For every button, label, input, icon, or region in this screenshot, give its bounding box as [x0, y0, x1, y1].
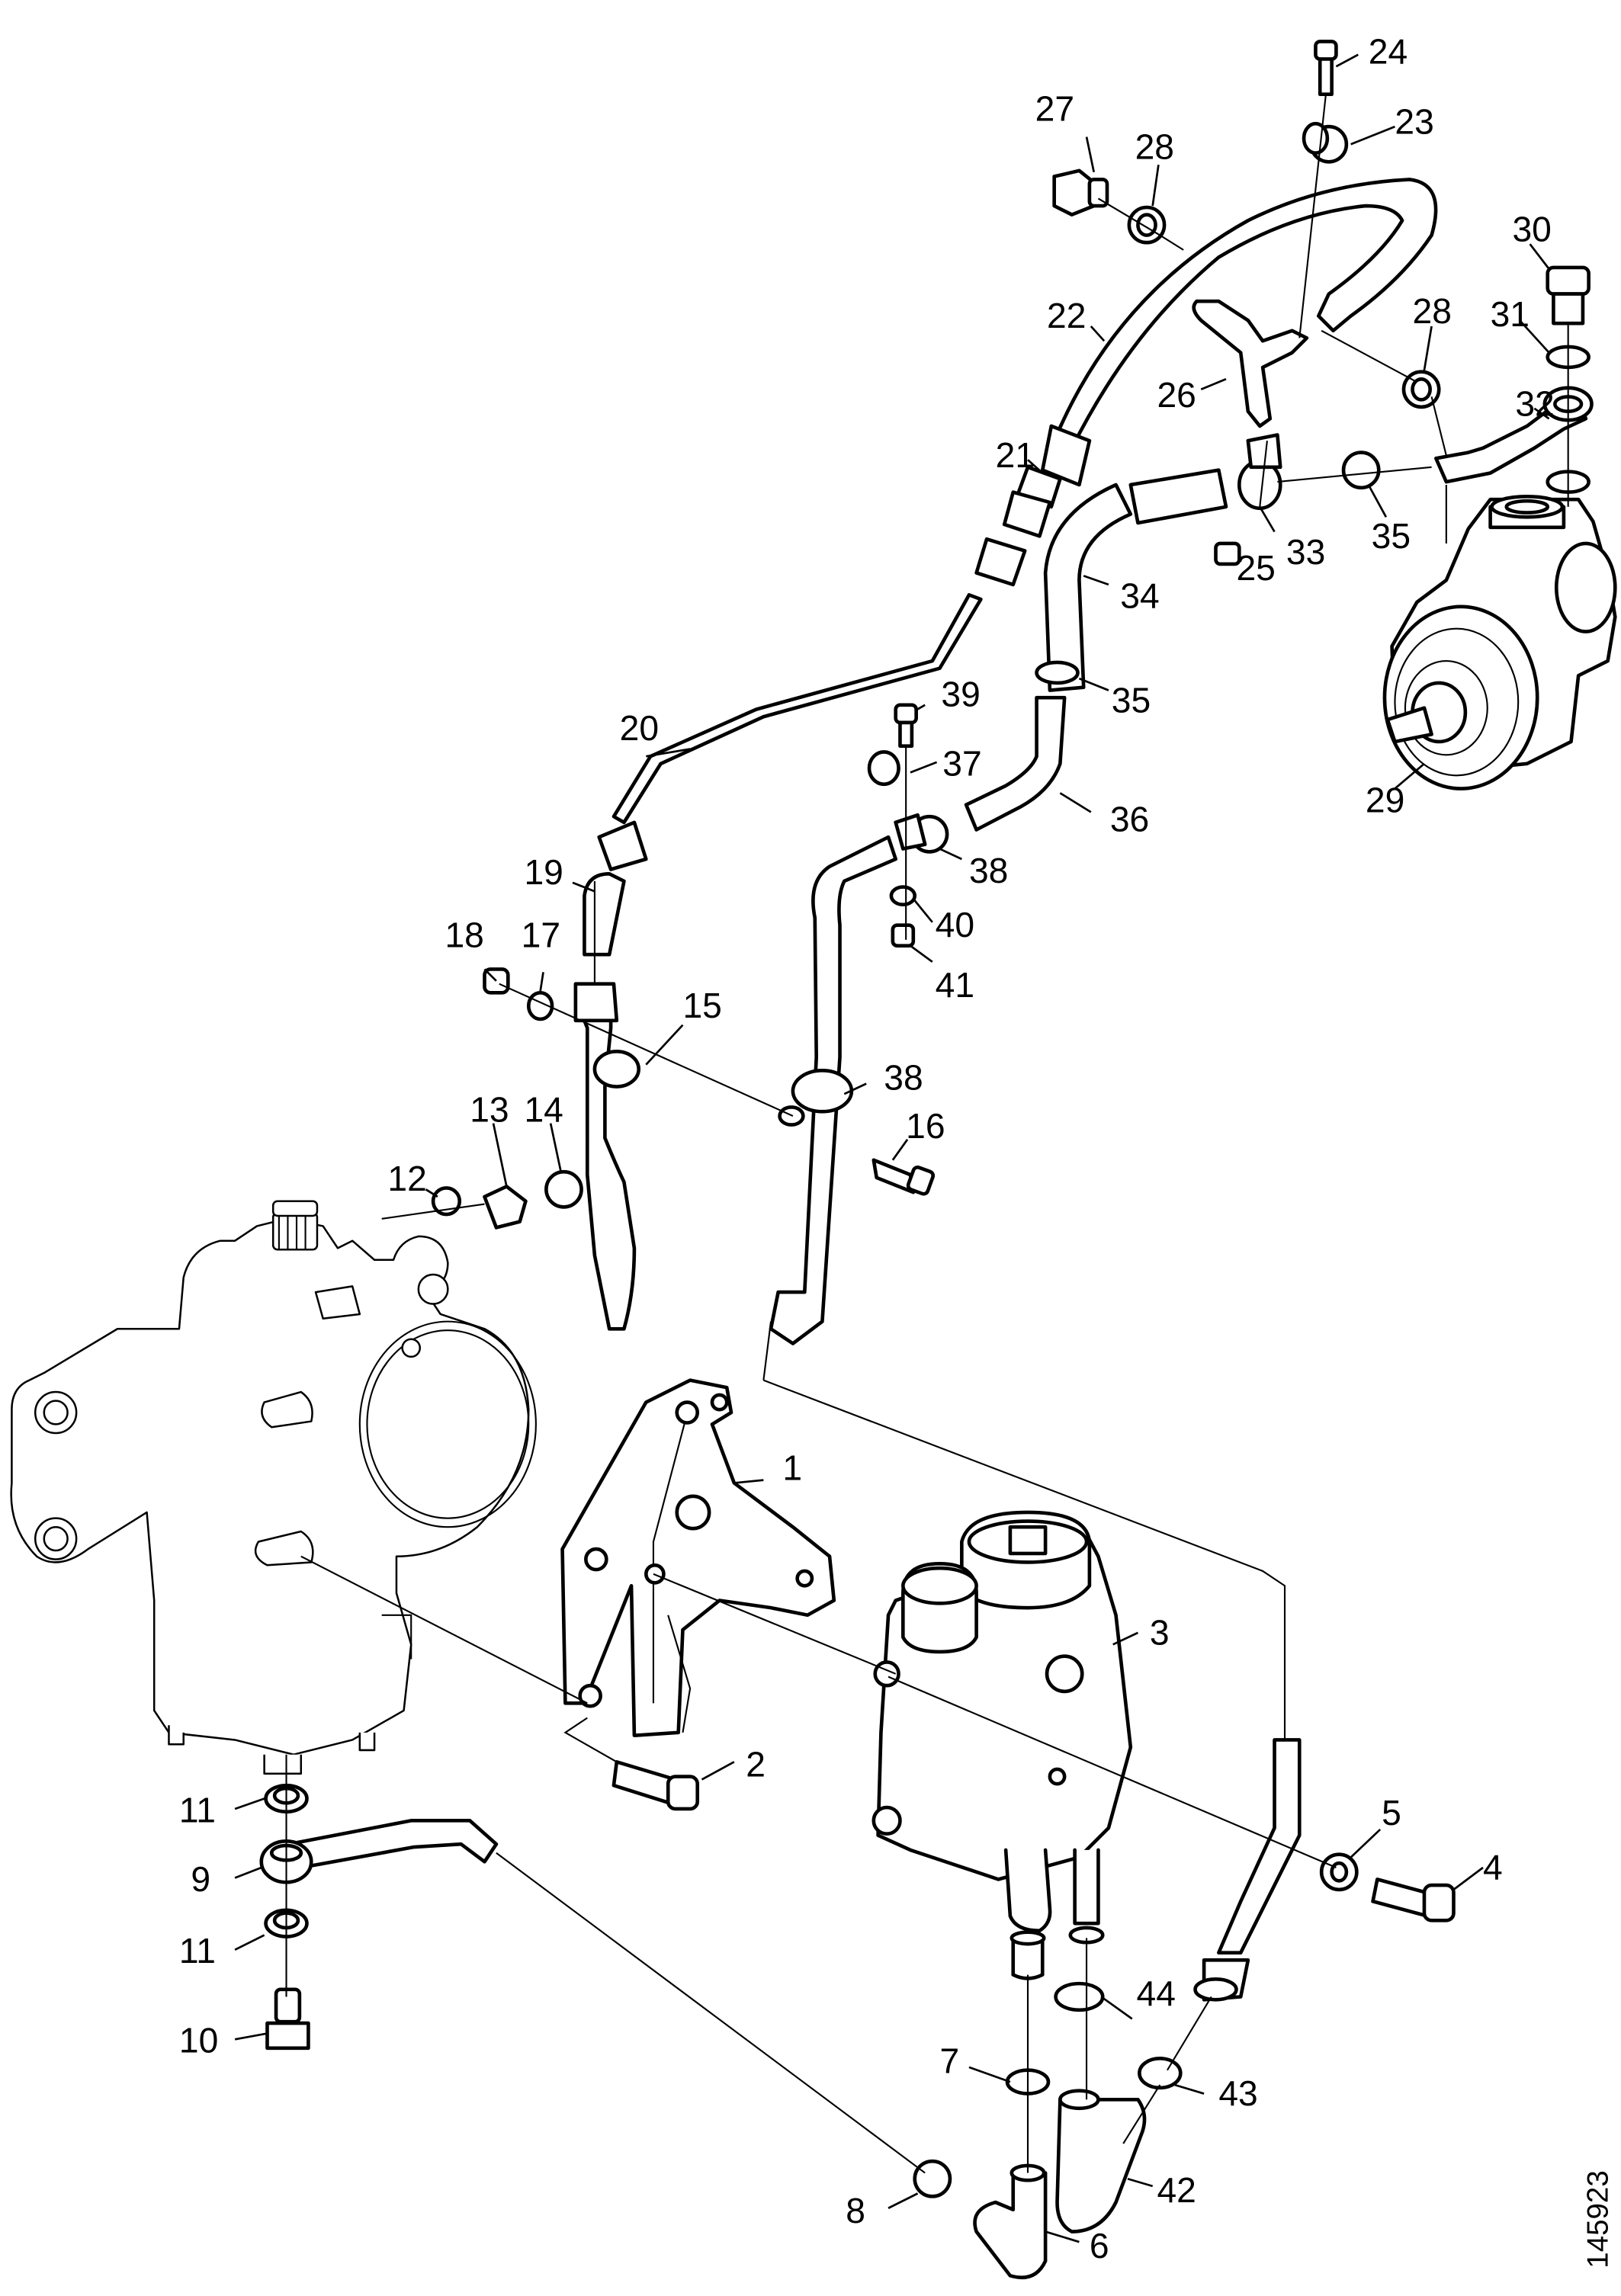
callout-labels: 1 2 3 4 5 6 7 8 9 10 11 11 12 13 14 15 1…: [179, 31, 1555, 2266]
callout-11-lower: 11: [179, 1931, 216, 1971]
bracket: [560, 1378, 836, 1737]
callout-35-upper: 35: [1372, 516, 1411, 556]
callout-12: 12: [387, 1159, 426, 1198]
callout-7: 7: [939, 2041, 959, 2081]
callout-43: 43: [1218, 2073, 1257, 2113]
callout-38-lower: 38: [884, 1057, 923, 1097]
callout-31: 31: [1491, 294, 1530, 334]
callout-10: 10: [179, 2021, 218, 2060]
callout-8: 8: [846, 2191, 865, 2230]
callout-33: 33: [1286, 532, 1325, 572]
callout-9: 9: [191, 1859, 210, 1899]
callout-16: 16: [906, 1106, 945, 1146]
callout-29: 29: [1366, 780, 1404, 819]
callout-40: 40: [936, 905, 974, 944]
callout-32: 32: [1515, 383, 1554, 423]
hardware: [264, 40, 1591, 2198]
callout-30: 30: [1512, 209, 1551, 249]
callout-21: 21: [996, 435, 1035, 475]
steering-gear-housing: [10, 1200, 537, 1775]
callout-19: 19: [524, 852, 563, 892]
callout-20: 20: [620, 708, 659, 748]
callout-41: 41: [936, 965, 974, 1005]
callout-39: 39: [941, 675, 980, 714]
callout-24: 24: [1369, 31, 1408, 71]
callout-2: 2: [746, 1745, 766, 1785]
callout-3: 3: [1150, 1612, 1170, 1652]
callout-1: 1: [782, 1448, 802, 1488]
callout-18: 18: [445, 916, 483, 955]
pressure-hose-22: [1052, 178, 1438, 451]
callout-11-upper: 11: [179, 1790, 216, 1829]
callout-14: 14: [524, 1090, 563, 1130]
power-steering-pump: [1382, 495, 1617, 790]
callout-36: 36: [1110, 799, 1149, 839]
callout-34: 34: [1120, 576, 1159, 616]
callout-42: 42: [1157, 2170, 1196, 2210]
callout-44: 44: [1137, 1974, 1176, 2013]
fluid-reservoir: [871, 1510, 1133, 1980]
callout-5: 5: [1382, 1793, 1401, 1833]
callout-28-lower: 28: [1413, 291, 1452, 331]
document-number: 145923: [1582, 2170, 1615, 2268]
callout-22: 22: [1047, 296, 1086, 335]
callout-38-upper: 38: [969, 851, 1008, 890]
callout-6: 6: [1090, 2226, 1109, 2266]
callout-23: 23: [1395, 102, 1433, 142]
callout-4: 4: [1483, 1847, 1503, 1887]
callout-37: 37: [942, 743, 981, 783]
callout-27: 27: [1035, 88, 1074, 128]
callout-35-lower: 35: [1112, 680, 1151, 720]
callout-17: 17: [522, 916, 560, 955]
callout-13: 13: [470, 1090, 509, 1130]
callout-26: 26: [1157, 375, 1196, 415]
hoses-and-pipes: [259, 178, 1594, 2280]
callout-28-upper: 28: [1135, 127, 1174, 166]
callout-15: 15: [682, 986, 721, 1025]
callout-25: 25: [1236, 548, 1275, 588]
assembly-lines: [285, 94, 1569, 2174]
callout-leaders: [234, 53, 1550, 2243]
